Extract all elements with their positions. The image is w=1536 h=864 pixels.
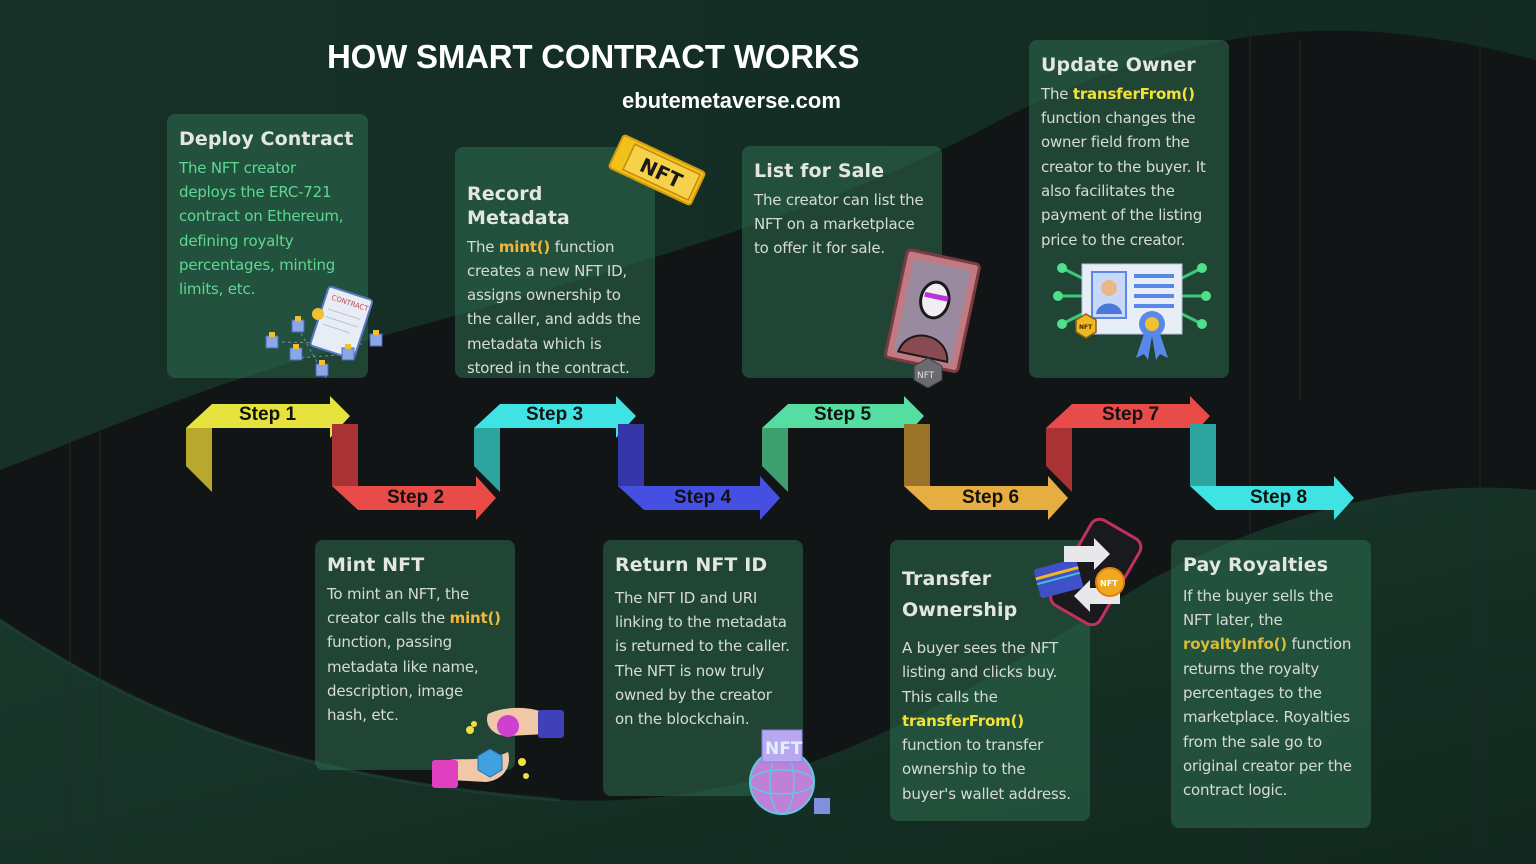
step-3-text: The mint() function creates a new NFT ID… bbox=[467, 237, 641, 377]
code-mint: mint() bbox=[498, 237, 551, 256]
code-transferfrom: transferFrom() bbox=[1072, 84, 1195, 103]
nft-ticket-icon: NFT bbox=[608, 134, 706, 206]
svg-text:NFT: NFT bbox=[1079, 324, 1093, 331]
step-3-card: Record Metadata The mint() function crea… bbox=[455, 147, 655, 378]
step-6-text: A buyer sees the NFT listing and clicks … bbox=[902, 639, 1071, 803]
step-5-text: The creator can list the NFT on a market… bbox=[754, 190, 924, 258]
step-8-label: Step 8 bbox=[1250, 487, 1308, 508]
step-2-title: Mint NFT bbox=[327, 554, 425, 576]
page-title: HOW SMART CONTRACT WORKS bbox=[327, 38, 860, 75]
code-transferfrom: transferFrom() bbox=[902, 711, 1024, 730]
svg-text:NFT: NFT bbox=[765, 739, 803, 759]
ownership-certificate-icon: NFT bbox=[1053, 263, 1211, 360]
step-1-title: Deploy Contract bbox=[179, 128, 354, 150]
nft-portrait-frame-icon: NFT bbox=[884, 248, 981, 388]
step-8-text: If the buyer sells the NFT later, the ro… bbox=[1183, 586, 1352, 800]
svg-text:NFT: NFT bbox=[1100, 579, 1118, 588]
step-7-text: The transferFrom() function changes the … bbox=[1041, 84, 1206, 249]
step-4-text: The NFT ID and URI linking to the metada… bbox=[615, 588, 790, 729]
step-2-label: Step 2 bbox=[387, 487, 445, 508]
step-2-card: Mint NFT To mint an NFT, the creator cal… bbox=[315, 540, 515, 770]
step-4-label: Step 4 bbox=[674, 487, 732, 508]
code-royaltyinfo: royaltyInfo() bbox=[1183, 635, 1287, 654]
step-3-title: Record Metadata bbox=[467, 183, 570, 229]
step-1-text: The NFT creator deploys the ERC-721 cont… bbox=[179, 158, 344, 299]
step-7-title: Update Owner bbox=[1041, 54, 1196, 76]
step-3-label: Step 3 bbox=[526, 404, 584, 425]
step-6-label: Step 6 bbox=[962, 487, 1020, 508]
step-8-card: Pay Royalties If the buyer sells the NFT… bbox=[1171, 540, 1371, 828]
svg-text:NFT: NFT bbox=[917, 371, 935, 381]
step-5-label: Step 5 bbox=[814, 404, 872, 425]
step-8-title: Pay Royalties bbox=[1183, 554, 1329, 576]
step-7-label: Step 7 bbox=[1102, 404, 1160, 425]
step-2-text: To mint an NFT, the creator calls the mi… bbox=[327, 584, 501, 725]
step-1-label: Step 1 bbox=[239, 404, 297, 425]
step-5-title: List for Sale bbox=[754, 160, 885, 182]
code-mint: mint() bbox=[449, 609, 501, 628]
contract-document-icon: CONTRACT bbox=[265, 285, 383, 379]
hands-exchange-icon bbox=[432, 707, 564, 788]
step-6-title: Transfer Ownership bbox=[902, 568, 1018, 621]
step-4-title: Return NFT ID bbox=[615, 554, 768, 576]
phone-payment-icon: NFT bbox=[1034, 517, 1143, 626]
site-url: ebutemetaverse.com bbox=[622, 88, 841, 113]
nft-globe-icon: NFT bbox=[749, 729, 830, 815]
